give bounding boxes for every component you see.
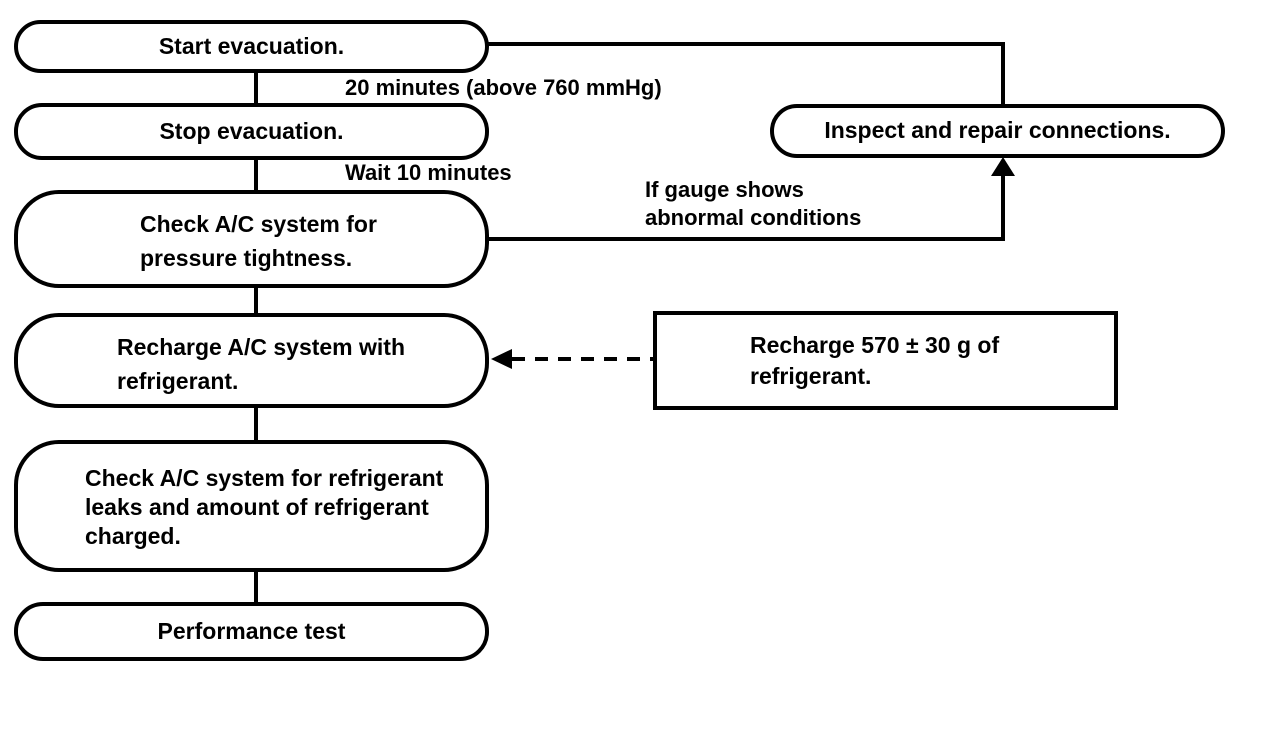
node-check-pressure-line-1: Check A/C system for: [140, 211, 377, 237]
edge-inspect-to-start-vertical: [1001, 42, 1005, 106]
node-check-pressure-tightness: Check A/C system for pressure tightness.: [14, 190, 489, 288]
node-check-leaks: Check A/C system for refrigerant leaks a…: [14, 440, 489, 572]
edge-label-gauge-condition-line-2: abnormal conditions: [645, 205, 862, 230]
node-check-leaks-line-3: charged.: [85, 523, 181, 549]
node-recharge-amount-line-1: Recharge 570 ± 30 g of: [750, 332, 1000, 358]
edge-start-to-stop: [254, 71, 258, 105]
node-performance-test: Performance test: [14, 602, 489, 661]
node-stop-evacuation-label: Stop evacuation.: [159, 117, 344, 144]
node-recharge-line-2: refrigerant.: [117, 368, 239, 394]
edge-check-to-inspect-vertical: [1001, 174, 1005, 239]
edge-recharge-to-check-leaks: [254, 406, 258, 442]
node-recharge-refrigerant: Recharge A/C system with refrigerant.: [14, 313, 489, 408]
edge-inspect-to-start-horizontal: [486, 42, 1005, 46]
node-inspect-repair-connections: Inspect and repair connections.: [770, 104, 1225, 158]
edge-check-leaks-to-performance: [254, 570, 258, 604]
arrowhead-up-icon: [991, 157, 1015, 176]
edge-label-gauge-condition: If gauge shows abnormal conditions: [645, 176, 861, 232]
arrowhead-left-icon: [491, 349, 512, 369]
node-check-pressure-line-2: pressure tightness.: [140, 245, 353, 271]
node-check-leaks-line-2: leaks and amount of refrigerant: [85, 494, 429, 520]
edge-label-wait-10-minutes: Wait 10 minutes: [345, 160, 512, 185]
node-start-evacuation: Start evacuation.: [14, 20, 489, 73]
edge-label-20-minutes: 20 minutes (above 760 mmHg): [345, 75, 662, 100]
node-stop-evacuation: Stop evacuation.: [14, 103, 489, 160]
edge-check-pressure-to-recharge: [254, 286, 258, 315]
edge-stop-to-check-pressure: [254, 158, 258, 192]
node-performance-test-label: Performance test: [157, 617, 346, 644]
edge-check-to-inspect-horizontal: [486, 237, 1005, 241]
node-start-evacuation-label: Start evacuation.: [158, 32, 345, 59]
node-check-leaks-line-1: Check A/C system for refrigerant: [85, 465, 444, 491]
node-recharge-amount-line-2: refrigerant.: [750, 363, 872, 389]
node-inspect-repair-label: Inspect and repair connections.: [824, 117, 1171, 144]
node-recharge-amount-note: Recharge 570 ± 30 g of refrigerant.: [653, 311, 1118, 410]
edge-note-to-recharge-dashed: [512, 357, 653, 361]
edge-label-gauge-condition-line-1: If gauge shows: [645, 177, 804, 202]
node-recharge-line-1: Recharge A/C system with: [117, 334, 406, 360]
